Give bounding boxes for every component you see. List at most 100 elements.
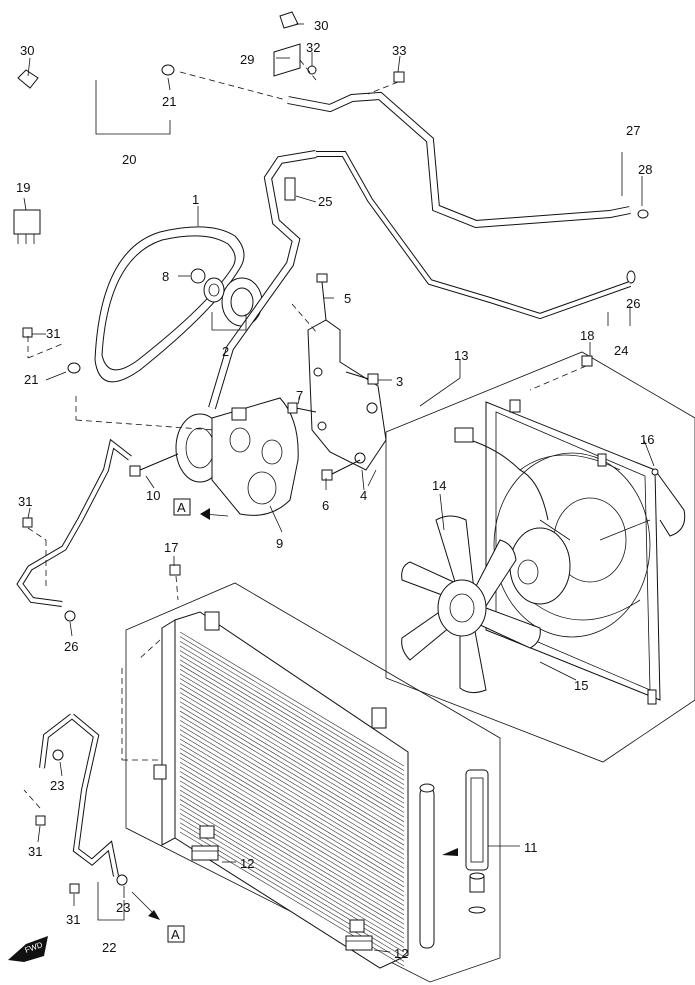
callout-33: 33 <box>392 43 406 58</box>
callout-14: 14 <box>432 478 446 493</box>
fwd-arrow-icon: FWD <box>8 936 48 962</box>
callout-25: 25 <box>318 194 332 209</box>
callout-6: 6 <box>322 498 329 513</box>
callout-26-left: 26 <box>64 639 78 654</box>
ref-box-a-lower <box>167 925 185 943</box>
condenser-fin-line <box>179 654 405 790</box>
callout-4: 4 <box>360 488 367 503</box>
liquid-pipe-lower <box>39 713 119 877</box>
callout-labels: 30 30 29 32 33 21 20 19 1 25 27 28 8 5 2… <box>16 18 654 961</box>
condenser-fin-line <box>179 673 405 809</box>
desiccant-kit <box>442 769 489 914</box>
suction-hose <box>49 54 151 363</box>
callout-21-upper: 21 <box>162 94 176 109</box>
callout-17: 17 <box>164 540 178 555</box>
condenser-fin-line <box>179 808 405 944</box>
callout-32: 32 <box>306 40 320 55</box>
callout-28: 28 <box>638 162 652 177</box>
callout-26-right: 26 <box>626 296 640 311</box>
callout-13: 13 <box>454 348 468 363</box>
ref-label-a-lower: A <box>171 927 180 942</box>
clutch-pulley <box>190 268 263 327</box>
callout-20: 20 <box>122 152 136 167</box>
ref-arrow-upper <box>200 508 229 520</box>
callout-31-a: 31 <box>46 326 60 341</box>
bracket-16 <box>651 468 686 537</box>
callout-24: 24 <box>614 343 628 358</box>
callout-31-b: 31 <box>18 494 32 509</box>
compressor-bracket <box>307 319 387 471</box>
condenser-fin-line <box>179 775 405 911</box>
ref-label-a-upper: A <box>177 500 186 515</box>
drive-belt <box>94 226 245 383</box>
condenser-group-frame <box>125 582 501 983</box>
compressor <box>175 397 299 516</box>
condenser-fin-line <box>179 682 405 818</box>
fan-blade <box>401 515 541 694</box>
callout-21-lower: 21 <box>24 372 38 387</box>
condenser-fin-line <box>179 752 405 888</box>
callout-11: 11 <box>524 840 538 855</box>
callout-15: 15 <box>574 678 588 693</box>
condenser-fin-line <box>179 650 405 785</box>
condenser-fin-line <box>179 813 405 948</box>
condenser-core <box>153 611 409 969</box>
callout-31-c: 31 <box>28 844 42 859</box>
callout-30-right: 30 <box>314 18 328 33</box>
condenser-fin-line <box>179 678 405 813</box>
callout-16: 16 <box>640 432 654 447</box>
condenser-fin-line <box>179 771 405 906</box>
condenser-fin-line <box>179 715 405 850</box>
callout-19: 19 <box>16 180 30 195</box>
condenser-fin-line <box>179 636 405 771</box>
callout-31-d: 31 <box>66 912 80 927</box>
condenser-fin-line <box>179 817 405 953</box>
callout-2: 2 <box>222 344 229 359</box>
leader-lines <box>23 23 655 953</box>
callout-30-left: 30 <box>20 43 34 58</box>
ref-arrow-lower <box>131 891 160 920</box>
condenser-fin-line <box>179 724 405 860</box>
condenser-fin-line <box>179 631 405 767</box>
condenser-fin-line <box>179 701 405 837</box>
callout-23-left: 23 <box>50 778 64 793</box>
condenser-fin-line <box>179 729 405 864</box>
condenser-fin-line <box>179 748 405 883</box>
condenser-fin-line <box>179 720 405 855</box>
condenser-fin-line <box>179 687 405 823</box>
condenser-fin-line <box>179 645 405 781</box>
callout-9: 9 <box>276 536 283 551</box>
condenser-fin-line <box>179 766 405 902</box>
liquid-pipe-left <box>16 438 132 607</box>
ref-box-a-upper <box>173 498 191 516</box>
callout-23-right: 23 <box>116 900 130 915</box>
fan-shroud <box>454 399 661 705</box>
bolt-parts <box>13 11 649 894</box>
condenser-fin-line <box>179 803 405 939</box>
condenser-fin-line <box>179 738 405 874</box>
condenser-fin-line <box>179 641 405 776</box>
rubber-mount-upper <box>191 845 219 861</box>
condenser-fin-line <box>179 743 405 878</box>
condenser-fin-line <box>179 706 405 841</box>
condenser-fin-line <box>179 785 405 920</box>
condenser-fin-line <box>179 696 405 832</box>
callout-12-upper: 12 <box>240 856 254 871</box>
condenser-fin-line <box>179 664 405 799</box>
callout-22: 22 <box>102 940 116 955</box>
condenser-fin-line <box>179 757 405 892</box>
condenser-fin-line <box>179 780 405 916</box>
rubber-mount-lower <box>345 935 373 951</box>
condenser-fin-line <box>179 668 405 804</box>
callout-27: 27 <box>626 123 640 138</box>
callout-18: 18 <box>580 328 594 343</box>
callout-10: 10 <box>146 488 160 503</box>
condenser-fin-line <box>179 799 405 934</box>
callout-1: 1 <box>192 192 199 207</box>
condenser-fin-line <box>179 761 405 897</box>
condenser-fin-line <box>179 794 405 930</box>
condenser-fin-line <box>179 659 405 795</box>
reference-lines <box>23 59 587 809</box>
upper-pipe <box>287 91 631 229</box>
